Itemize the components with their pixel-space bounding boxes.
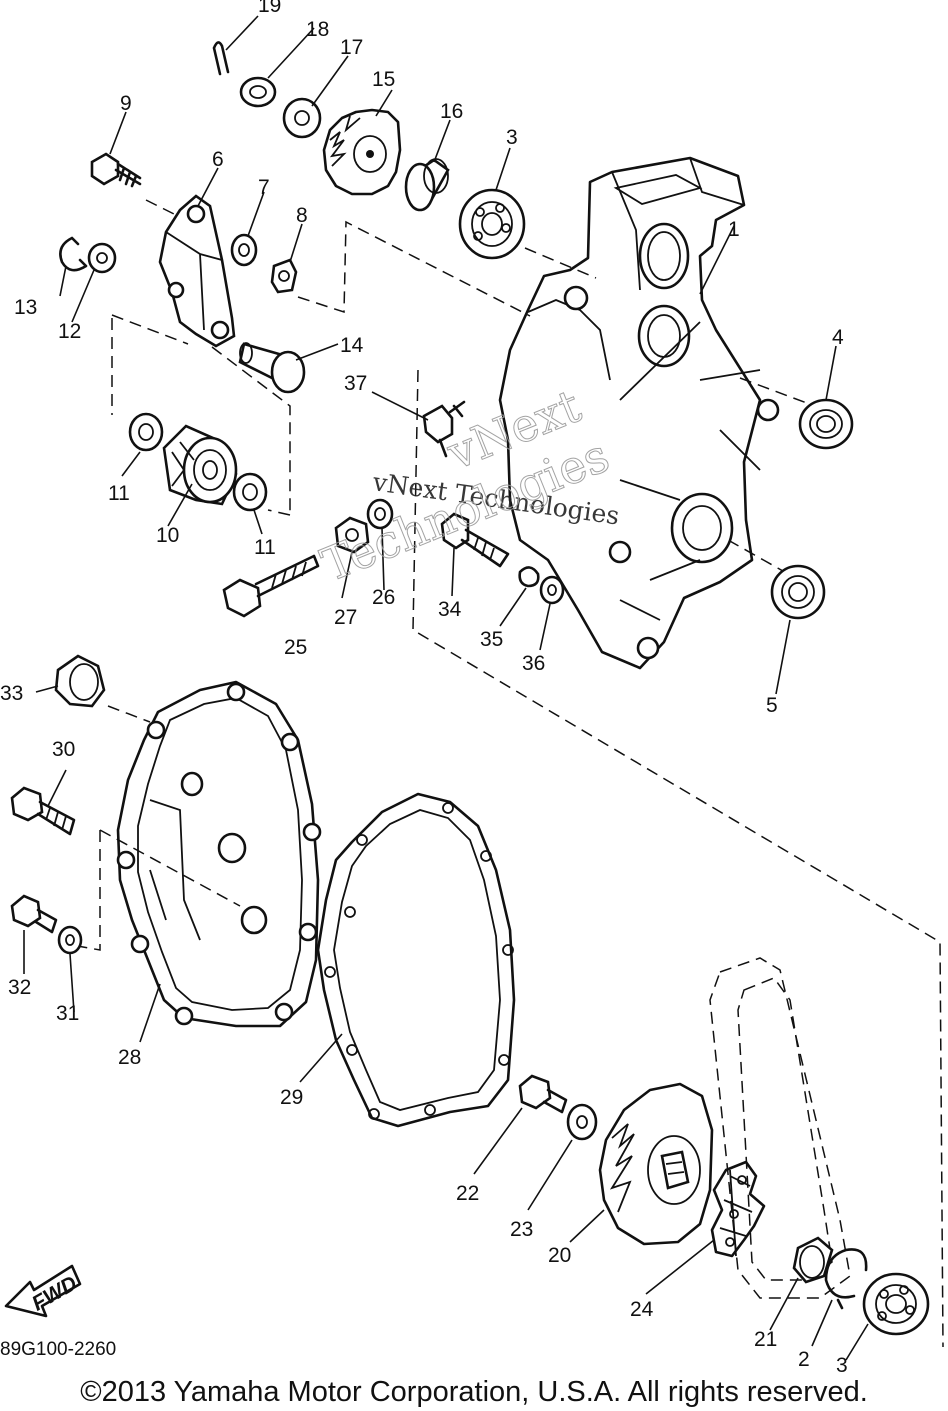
callout-22: 22 [456, 1182, 479, 1205]
callout-16: 16 [440, 100, 463, 123]
callout-3-lower: 3 [836, 1354, 848, 1377]
callout-32: 32 [8, 976, 31, 999]
callout-25: 25 [284, 636, 307, 659]
middle-assembly [128, 398, 854, 620]
callout-3-upper: 3 [506, 126, 518, 149]
callout-numbers: 1 2 3 3 4 5 6 7 8 9 10 11 11 12 13 14 15… [0, 0, 848, 1377]
callout-9: 9 [120, 92, 132, 115]
callout-31: 31 [56, 1002, 79, 1025]
callout-15: 15 [372, 68, 395, 91]
callout-37: 37 [344, 372, 367, 395]
assembly-guide-lines [71, 199, 944, 1348]
cover-fasteners [10, 786, 83, 955]
callout-27: 27 [334, 606, 357, 629]
callout-34: 34 [438, 598, 462, 621]
callout-8: 8 [296, 204, 308, 227]
callout-6: 6 [212, 148, 224, 171]
callout-30: 30 [52, 738, 75, 761]
lower-drive-assembly [518, 957, 930, 1336]
callout-28: 28 [118, 1046, 141, 1069]
callout-33: 33 [0, 682, 23, 705]
callout-10: 10 [156, 524, 179, 547]
callout-20: 20 [548, 1244, 571, 1267]
callout-26: 26 [372, 586, 395, 609]
upper-assembly [59, 41, 526, 394]
callout-17: 17 [340, 36, 363, 59]
callout-29: 29 [280, 1086, 303, 1109]
cover-and-gasket [54, 654, 516, 1128]
callout-21: 21 [754, 1328, 777, 1351]
callout-2: 2 [798, 1348, 810, 1371]
watermark: vNext Technologies vNext Technologies [313, 378, 621, 593]
callout-12: 12 [58, 320, 81, 343]
case-housing [498, 156, 780, 670]
callout-11-left: 11 [108, 482, 130, 505]
callout-23: 23 [510, 1218, 533, 1241]
diagram-code: 89G100-2260 [0, 1339, 117, 1360]
callout-13: 13 [14, 296, 37, 319]
callout-1: 1 [728, 218, 740, 241]
callout-5: 5 [766, 694, 778, 717]
callout-11-right: 11 [254, 536, 276, 559]
callout-18: 18 [306, 18, 329, 41]
callout-19: 19 [258, 0, 281, 17]
callout-24: 24 [630, 1298, 654, 1321]
callout-7: 7 [258, 176, 270, 199]
callout-35: 35 [480, 628, 503, 651]
callout-36: 36 [522, 652, 545, 675]
fwd-arrow-icon: FWD [4, 1264, 82, 1318]
callout-4: 4 [832, 326, 844, 349]
callout-14: 14 [340, 334, 364, 357]
callout-leaders [23, 15, 869, 1361]
copyright-notice: ©2013 Yamaha Motor Corporation, U.S.A. A… [80, 1376, 868, 1408]
